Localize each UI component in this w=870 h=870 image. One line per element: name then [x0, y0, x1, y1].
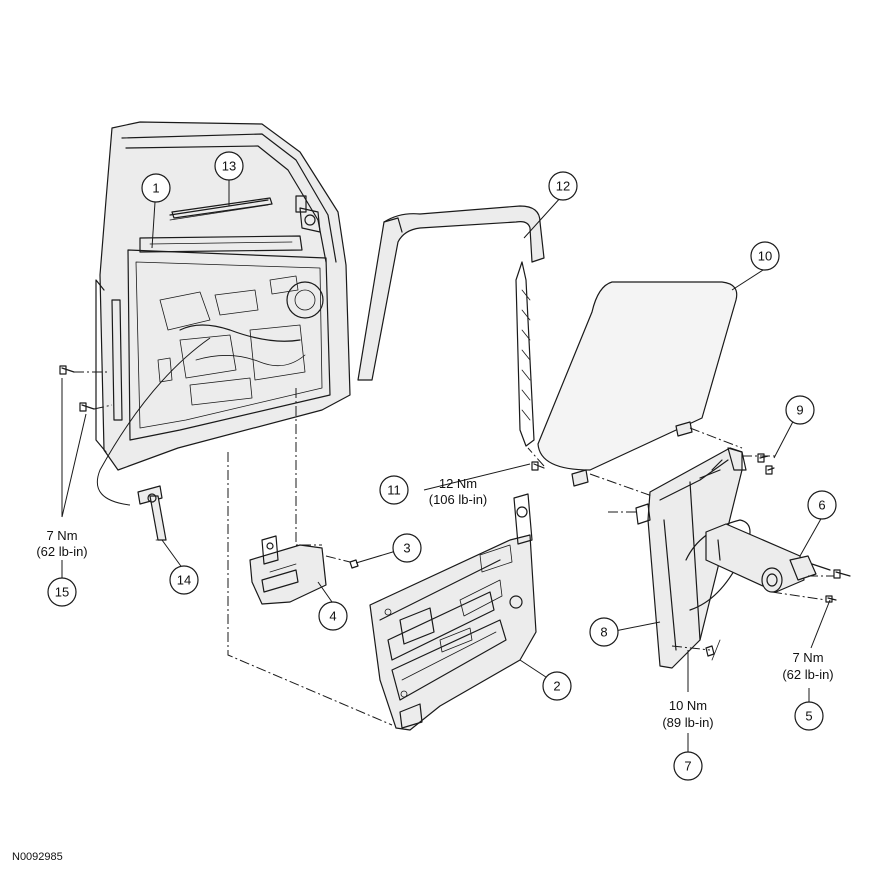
svg-text:3: 3: [403, 541, 410, 556]
svg-text:12: 12: [556, 179, 570, 194]
callout-4: 4: [318, 601, 348, 631]
callout-15: 15: [47, 577, 77, 607]
callout-5: 5: [794, 701, 824, 731]
callout-12: 12: [548, 171, 578, 201]
callout-9: 9: [785, 395, 815, 425]
harness-leaders: [96, 337, 393, 726]
callout-13: 13: [214, 151, 244, 181]
door-trim-panel: [369, 493, 537, 731]
svg-text:5: 5: [805, 709, 812, 724]
svg-text:2: 2: [553, 679, 560, 694]
svg-text:10 Nm: 10 Nm: [669, 698, 707, 713]
door-shell: [95, 121, 351, 471]
svg-text:(62 lb-in): (62 lb-in): [782, 667, 833, 682]
callout-11: 11: [379, 475, 409, 505]
glass-run-channel: [357, 205, 545, 447]
svg-text:7 Nm: 7 Nm: [792, 650, 823, 665]
regulator-bolts: [671, 645, 715, 657]
svg-text:4: 4: [329, 609, 336, 624]
svg-text:9: 9: [796, 403, 803, 418]
callout-6: 6: [807, 490, 837, 520]
svg-text:11: 11: [387, 483, 401, 498]
door-handle-bracket: [249, 535, 327, 605]
torque-label-5: 7 Nm (62 lb-in): [782, 650, 833, 682]
svg-text:7 Nm: 7 Nm: [46, 528, 77, 543]
torque-label-11: 12 Nm (106 lb-in): [429, 476, 488, 507]
svg-text:(89 lb-in): (89 lb-in): [662, 715, 713, 730]
callout-10: 10: [750, 241, 780, 271]
window-motor: [705, 523, 851, 603]
trim-screw: [325, 555, 359, 569]
channel-bolt: [527, 447, 545, 471]
door-check-strap: [137, 485, 167, 541]
callout-3: 3: [392, 533, 422, 563]
svg-text:1: 1: [152, 181, 159, 196]
callout-7: 7: [673, 751, 703, 781]
svg-text:14: 14: [177, 573, 191, 588]
door-hinge-bolts: [59, 365, 113, 412]
svg-text:6: 6: [818, 498, 825, 513]
figure-id: N0092985: [12, 851, 63, 863]
svg-text:15: 15: [55, 585, 69, 600]
svg-text:(62 lb-in): (62 lb-in): [36, 544, 87, 559]
torque-label-15: 7 Nm (62 lb-in): [36, 528, 87, 559]
window-glass: [537, 281, 738, 487]
svg-text:7: 7: [684, 759, 691, 774]
callout-8: 8: [589, 617, 619, 647]
torque-label-7: 10 Nm (89 lb-in): [662, 698, 713, 730]
svg-text:(106 lb-in): (106 lb-in): [429, 492, 488, 507]
svg-text:13: 13: [222, 159, 236, 174]
svg-text:12 Nm: 12 Nm: [439, 476, 477, 491]
callout-14: 14: [169, 565, 199, 595]
callout-2: 2: [542, 671, 572, 701]
svg-text:8: 8: [600, 625, 607, 640]
callout-1: 1: [141, 173, 171, 203]
glass-bolts: [757, 453, 775, 475]
svg-text:10: 10: [758, 249, 772, 264]
